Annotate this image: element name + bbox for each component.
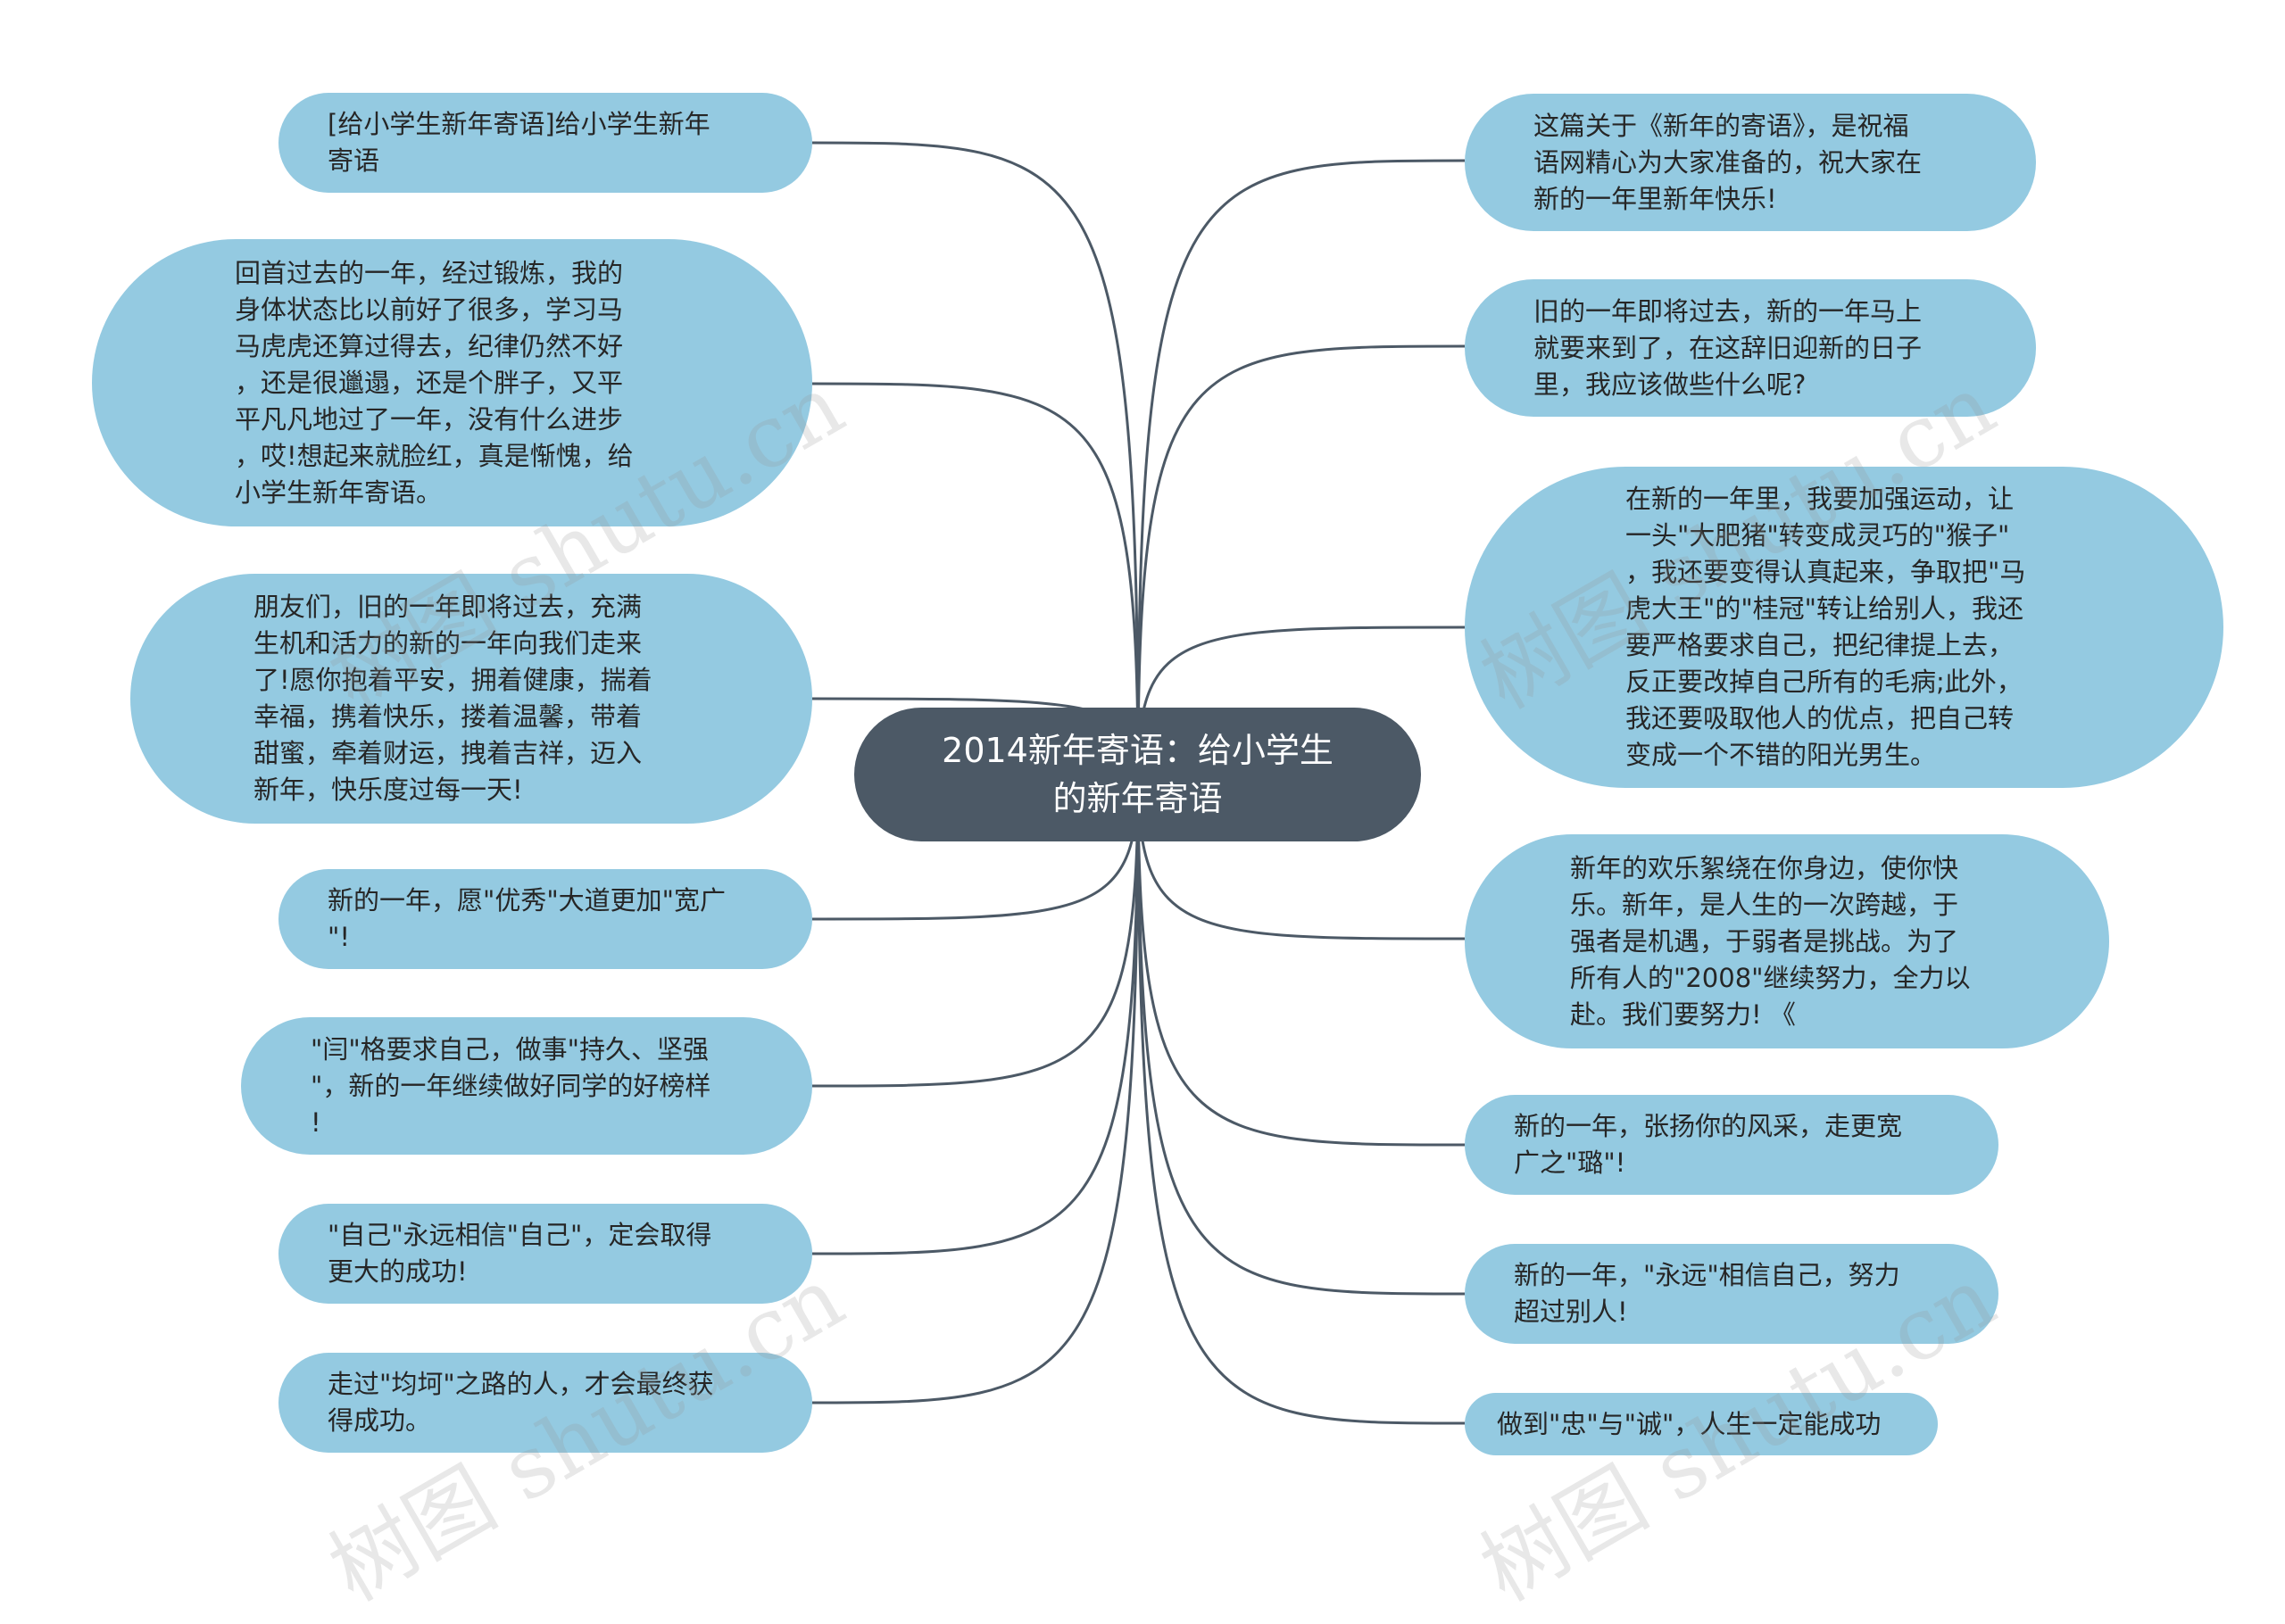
left-node-2-text: 回首过去的一年，经过锻炼，我的 身体状态比以前好了很多，学习马 马虎虎还算过得去… — [235, 257, 634, 508]
connector-7 — [811, 774, 1140, 1404]
left-node-6-text: "自己"永远相信"自己"，定会取得 更大的成功! — [328, 1220, 712, 1287]
left-node-3[interactable]: 朋友们，旧的一年即将过去，充满 生机和活力的新的一年向我们走来 了!愿你抱着平安… — [130, 574, 812, 824]
left-node-1[interactable]: [给小学生新年寄语]给小学生新年 寄语 — [278, 93, 812, 193]
right-node-1[interactable]: 这篇关于《新年的寄语》，是祝福 语网精心为大家准备的，祝大家在 新的一年里新年快… — [1465, 94, 2036, 231]
left-node-4[interactable]: 新的一年，愿"优秀"大道更加"宽广 "! — [278, 869, 812, 969]
right-node-7[interactable]: 做到"忠"与"诚"，人生一定能成功 — [1465, 1393, 1938, 1455]
connector-14 — [1136, 774, 1466, 1425]
right-node-3[interactable]: 在新的一年里，我要加强运动，让 一头"大肥猪"转变成灵巧的"猴子" ，我还要变得… — [1465, 467, 2223, 788]
left-node-5-text: "闫"格要求自己，做事"持久、坚强 "，新的一年继续做好同学的好榜样 ! — [311, 1033, 711, 1138]
right-node-4[interactable]: 新年的欢乐絮绕在你身边，使你快 乐。新年，是人生的一次跨越，于 强者是机遇，于弱… — [1465, 834, 2109, 1048]
connector-9 — [1136, 344, 1466, 775]
left-node-7[interactable]: 走过"均坷"之路的人，才会最终获 得成功。 — [278, 1353, 812, 1453]
left-node-5[interactable]: "闫"格要求自己，做事"持久、坚强 "，新的一年继续做好同学的好榜样 ! — [241, 1017, 812, 1155]
connector-2 — [811, 382, 1140, 775]
left-node-6[interactable]: "自己"永远相信"自己"，定会取得 更大的成功! — [278, 1204, 812, 1304]
right-node-2[interactable]: 旧的一年即将过去，新的一年马上 就要来到了，在这辞旧迎新的日子 里，我应该做些什… — [1465, 279, 2036, 417]
right-node-2-text: 旧的一年即将过去，新的一年马上 就要来到了，在这辞旧迎新的日子 里，我应该做些什… — [1533, 295, 1923, 400]
right-node-6-text: 新的一年，"永远"相信自己，努力 超过别人! — [1514, 1260, 1900, 1327]
right-node-6[interactable]: 新的一年，"永远"相信自己，努力 超过别人! — [1465, 1244, 1998, 1344]
connector-12 — [1136, 774, 1466, 1147]
left-node-4-text: 新的一年，愿"优秀"大道更加"宽广 "! — [328, 885, 727, 952]
central-topic-title: 2014新年寄语：给小学生 的新年寄语 — [942, 731, 1334, 818]
central-topic[interactable]: 2014新年寄语：给小学生 的新年寄语 — [854, 708, 1421, 841]
left-node-2[interactable]: 回首过去的一年，经过锻炼，我的 身体状态比以前好了很多，学习马 马虎虎还算过得去… — [92, 239, 812, 526]
right-node-4-text: 新年的欢乐絮绕在你身边，使你快 乐。新年，是人生的一次跨越，于 强者是机遇，于弱… — [1570, 852, 1971, 1030]
right-node-3-text: 在新的一年里，我要加强运动，让 一头"大肥猪"转变成灵巧的"猴子" ，我还要变得… — [1625, 484, 2026, 770]
connector-5 — [811, 774, 1140, 1088]
left-node-1-text: [给小学生新年寄语]给小学生新年 寄语 — [328, 109, 710, 176]
connector-8 — [1136, 159, 1466, 775]
left-node-7-text: 走过"均坷"之路的人，才会最终获 得成功。 — [328, 1369, 714, 1436]
connector-6 — [811, 774, 1140, 1255]
right-node-5-text: 新的一年，张扬你的风采，走更宽 广之"璐"! — [1514, 1111, 1903, 1178]
right-node-5[interactable]: 新的一年，张扬你的风采，走更宽 广之"璐"! — [1465, 1095, 1998, 1195]
right-node-1-text: 这篇关于《新年的寄语》，是祝福 语网精心为大家准备的，祝大家在 新的一年里新年快… — [1533, 110, 1923, 214]
connector-1 — [811, 141, 1140, 775]
left-node-3-text: 朋友们，旧的一年即将过去，充满 生机和活力的新的一年向我们走来 了!愿你抱着平安… — [253, 592, 652, 805]
right-node-7-text: 做到"忠"与"诚"，人生一定能成功 — [1497, 1408, 1882, 1439]
connector-13 — [1136, 774, 1466, 1296]
